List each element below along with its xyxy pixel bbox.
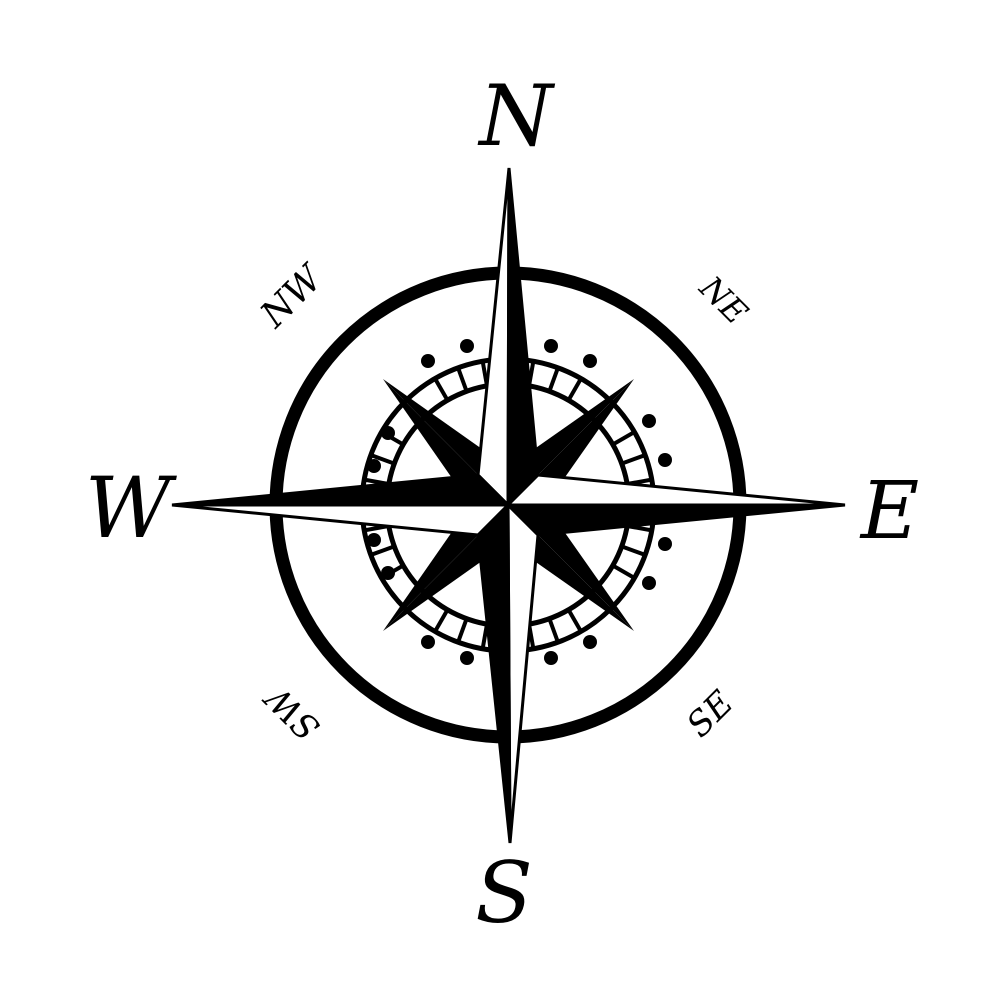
- label-southeast: SE: [679, 683, 741, 745]
- label-north: N: [477, 67, 555, 165]
- label-southwest: SW: [256, 676, 328, 748]
- label-east: E: [859, 464, 919, 557]
- point-e-bottom: [504, 503, 846, 537]
- point-e-top: [504, 473, 846, 507]
- point-w-top: [171, 473, 512, 507]
- label-west: W: [85, 459, 178, 557]
- point-s-right: [506, 501, 540, 844]
- point-n-right: [506, 167, 540, 509]
- point-w-bottom: [171, 503, 512, 537]
- point-n-left: [476, 167, 511, 509]
- point-s-left: [476, 501, 512, 844]
- label-northeast: NE: [691, 268, 755, 332]
- dots: [367, 339, 672, 665]
- cardinal-points: [171, 167, 846, 844]
- label-south: S: [475, 844, 533, 942]
- label-northwest: NW: [252, 256, 332, 336]
